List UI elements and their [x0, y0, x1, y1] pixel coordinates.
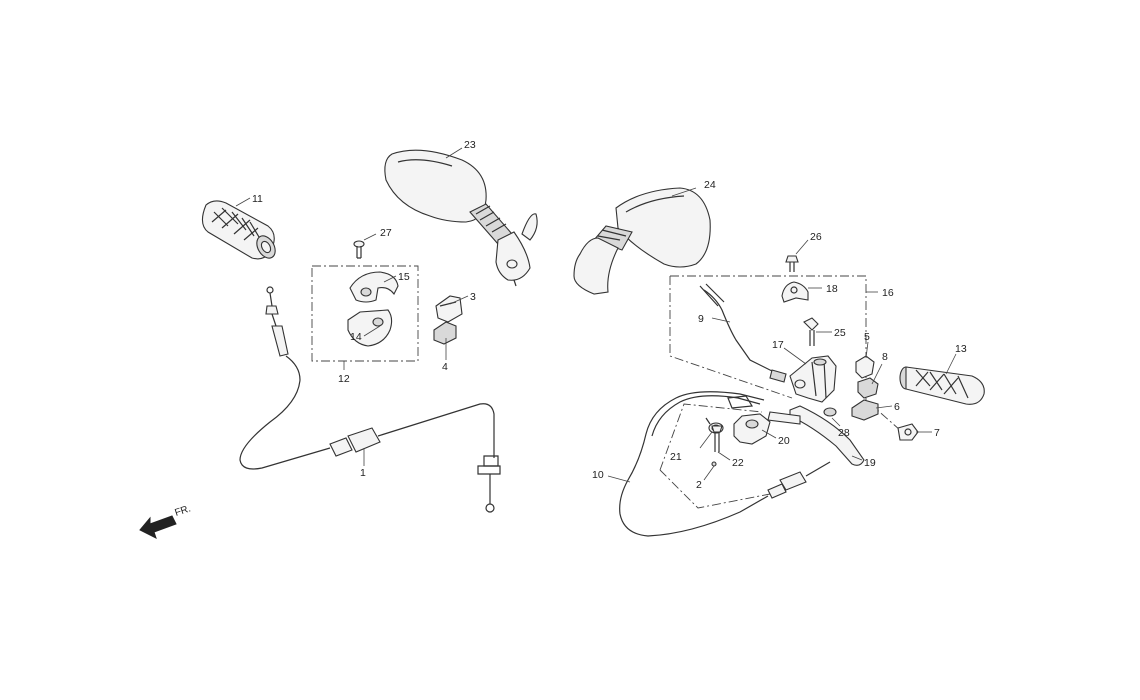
callout-2: 2	[696, 479, 702, 491]
leader-19	[851, 455, 863, 461]
callout-3: 3	[470, 291, 476, 303]
assembly-box-12	[311, 265, 419, 362]
switch-7	[897, 423, 919, 441]
callout-12: 12	[338, 373, 350, 385]
callout-1: 1	[360, 467, 366, 479]
stop-switch-wire-9	[699, 283, 787, 383]
callout-8: 8	[882, 351, 888, 363]
leader-14	[363, 325, 381, 337]
callout-11: 11	[252, 193, 263, 205]
nut-28	[823, 407, 837, 417]
pin-22	[711, 425, 723, 452]
front-direction-label: FR.	[174, 503, 193, 518]
switch-4	[433, 321, 457, 345]
clamp-18	[781, 281, 809, 303]
leader-20	[761, 429, 777, 439]
left-mirror	[384, 149, 538, 287]
leader-9	[711, 317, 731, 323]
front-direction-arrow	[139, 515, 177, 539]
switch-5	[855, 355, 875, 379]
callout-25: 25	[834, 327, 846, 339]
callout-4: 4	[442, 361, 448, 373]
leader-2	[703, 465, 715, 481]
switch-8	[857, 377, 879, 399]
callout-21: 21	[670, 451, 682, 463]
callout-28: 28	[838, 427, 850, 439]
screw-27	[353, 240, 365, 259]
callout-24: 24	[704, 179, 716, 191]
leader-21	[699, 431, 713, 449]
leader-5	[865, 341, 869, 359]
leader-15	[383, 275, 397, 283]
switch-3	[435, 295, 463, 323]
callout-15: 15	[398, 271, 410, 283]
callout-19: 19	[864, 457, 876, 469]
callout-16: 16	[882, 287, 894, 299]
switch-6	[851, 399, 879, 421]
callout-18: 18	[826, 283, 838, 295]
callout-23: 23	[464, 139, 476, 151]
screw-26	[785, 255, 799, 272]
callout-7: 7	[934, 427, 940, 439]
leader-17	[783, 347, 807, 365]
leader-11	[235, 197, 251, 207]
leader-6	[875, 405, 893, 409]
right-mirror	[573, 187, 711, 295]
callout-13: 13	[955, 343, 967, 355]
lever-holder-20	[733, 413, 771, 445]
brake-lever-19	[767, 405, 865, 466]
callout-20: 20	[778, 435, 790, 447]
callout-6: 6	[894, 401, 900, 413]
leader-10	[607, 475, 631, 483]
leader-13	[945, 353, 957, 375]
callout-9: 9	[698, 313, 704, 325]
leader-3	[449, 295, 469, 305]
callout-14: 14	[350, 331, 362, 343]
assembly-box-2	[659, 403, 771, 509]
leader-24	[671, 187, 697, 197]
right-grip	[899, 366, 985, 405]
callout-10: 10	[592, 469, 604, 481]
holder-upper-15	[349, 271, 399, 303]
callout-26: 26	[810, 231, 822, 243]
callout-27: 27	[380, 227, 392, 239]
leader-23	[445, 147, 463, 159]
leader-22	[717, 451, 731, 461]
nut-2	[711, 461, 717, 467]
holder-lower-14	[347, 309, 393, 347]
callout-5: 5	[864, 331, 870, 343]
lever-bracket-17	[789, 355, 837, 403]
leader-28	[831, 417, 841, 427]
leader-8	[871, 363, 883, 385]
leader-26	[795, 239, 809, 255]
leader-27	[363, 233, 377, 241]
brake-cable-10	[619, 391, 831, 537]
throttle-cable	[239, 286, 501, 513]
callout-17: 17	[772, 339, 784, 351]
assembly-box-16	[669, 275, 901, 431]
left-grip	[201, 200, 276, 260]
bolt-25	[803, 317, 819, 346]
callout-22: 22	[732, 457, 744, 469]
